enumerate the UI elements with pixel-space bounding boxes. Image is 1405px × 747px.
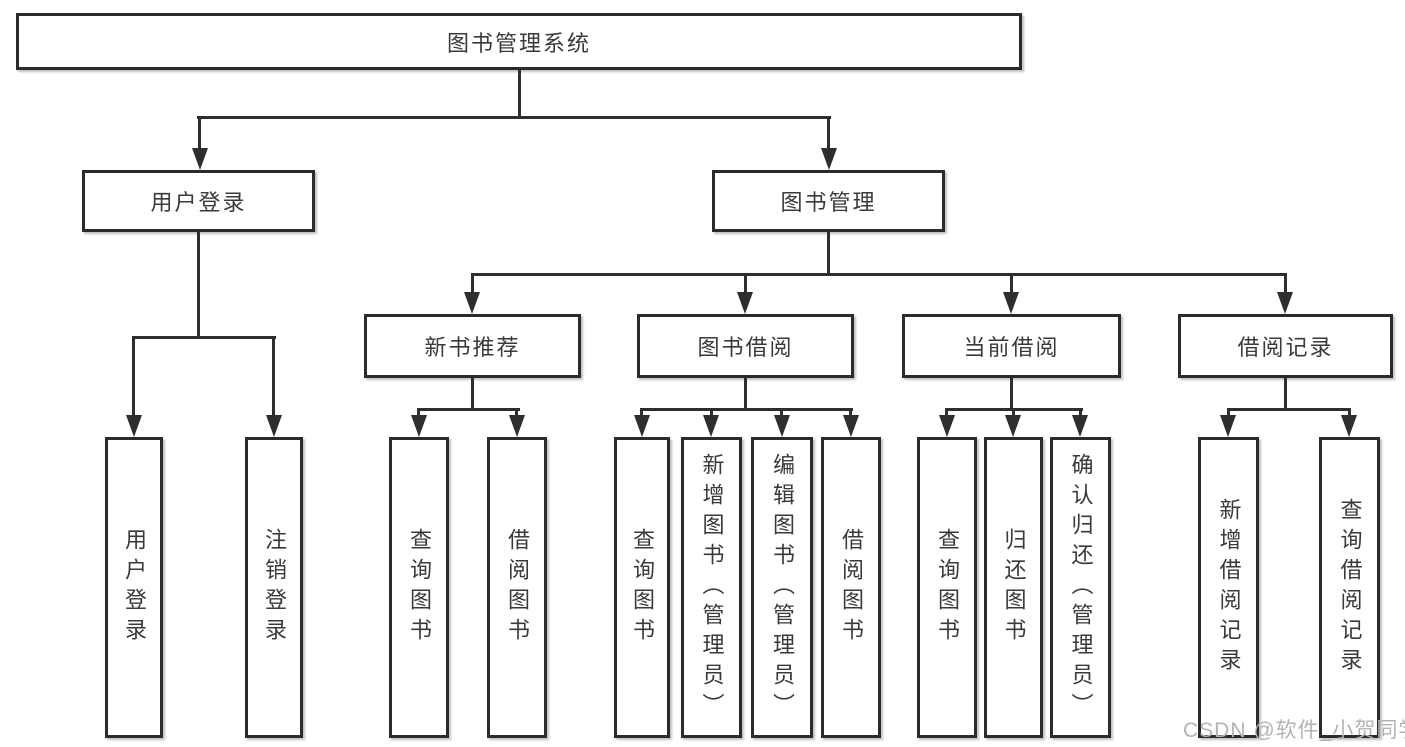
connector-line [827, 116, 830, 150]
connector-line [471, 273, 1287, 276]
connector-line [945, 408, 948, 418]
connector-line [710, 408, 713, 418]
node-label: 新书推荐 [424, 335, 521, 360]
node-label: 查询借阅记录 [1337, 497, 1363, 678]
arrowhead-down-icon [843, 415, 859, 437]
arrowhead-down-icon [464, 292, 480, 314]
connector-line [1227, 408, 1351, 411]
node-label: 查询图书 [630, 527, 655, 648]
leaf-borrow-borrow-books: 借阅图书 [821, 437, 881, 738]
leaf-borrow-query-books: 查询图书 [614, 437, 670, 738]
connector-line [471, 273, 474, 294]
connector-line [272, 336, 275, 417]
node-label: 查询图书 [407, 527, 432, 648]
arrowhead-down-icon [737, 292, 753, 314]
arrowhead-down-icon [1220, 415, 1236, 437]
leaf-user-login: 用户登录 [105, 437, 163, 738]
arrowhead-down-icon [1341, 415, 1357, 437]
connector-line [780, 408, 783, 418]
connector-line [1010, 273, 1013, 294]
arrowhead-down-icon [266, 415, 282, 437]
leaf-records-query-borrow-record: 查询借阅记录 [1319, 437, 1380, 738]
connector-line [1348, 408, 1351, 418]
node-label: 借阅图书 [839, 527, 864, 648]
watermark: CSDN @软件_小贺同学 [1183, 719, 1405, 742]
connector-line [198, 116, 201, 150]
connector-line [1227, 408, 1230, 418]
leaf-current-confirm-return-admin: 确认归还（管理员） [1050, 437, 1111, 738]
arrowhead-down-icon [821, 148, 837, 170]
leaf-recommend-borrow-books: 借阅图书 [487, 437, 547, 738]
node-label: 借阅记录 [1237, 335, 1334, 360]
node-label: 用户登录 [150, 190, 247, 215]
connector-line [518, 70, 521, 118]
node-label: 图书借阅 [697, 335, 794, 360]
arrowhead-down-icon [1072, 415, 1088, 437]
connector-line [1079, 408, 1082, 418]
connector-line [197, 116, 831, 119]
node-label: 当前借阅 [963, 335, 1060, 360]
arrowhead-down-icon [774, 415, 790, 437]
connector-line [1284, 273, 1287, 294]
connector-line [515, 408, 518, 418]
node-user-login: 用户登录 [82, 170, 315, 232]
arrowhead-down-icon [634, 415, 650, 437]
arrowhead-down-icon [411, 415, 427, 437]
connector-line [417, 408, 420, 418]
connector-line [417, 408, 520, 411]
leaf-records-add-borrow-record: 新增借阅记录 [1198, 437, 1259, 738]
arrowhead-down-icon [1277, 292, 1293, 314]
leaf-borrow-edit-books-admin: 编辑图书（管理员） [751, 437, 813, 738]
connector-line [1284, 378, 1287, 411]
connector-line [827, 232, 830, 275]
leaf-logout: 注销登录 [245, 437, 303, 738]
node-borrow-records: 借阅记录 [1178, 314, 1393, 378]
node-label: 用户登录 [122, 527, 147, 648]
connector-line [744, 378, 747, 411]
connector-line [132, 336, 135, 417]
connector-line [471, 378, 474, 411]
connector-line [197, 232, 200, 338]
node-label: 确认归还（管理员） [1068, 452, 1094, 723]
arrowhead-down-icon [192, 148, 208, 170]
arrowhead-down-icon [1003, 292, 1019, 314]
connector-line [849, 408, 852, 418]
node-label: 编辑图书（管理员） [770, 452, 795, 723]
node-book-borrow: 图书借阅 [637, 314, 854, 378]
node-label: 借阅图书 [505, 527, 530, 648]
leaf-current-query-books: 查询图书 [917, 437, 977, 738]
node-root-library-system: 图书管理系统 [16, 13, 1022, 70]
arrowhead-down-icon [1005, 415, 1021, 437]
arrowhead-down-icon [703, 415, 719, 437]
connector-line [744, 273, 747, 294]
node-book-management: 图书管理 [712, 170, 945, 232]
node-label: 查询图书 [935, 527, 960, 648]
node-label: 新增图书（管理员） [699, 452, 725, 723]
connector-line [1010, 378, 1013, 411]
leaf-current-return-books: 归还图书 [984, 437, 1043, 738]
leaf-borrow-add-books-admin: 新增图书（管理员） [681, 437, 742, 738]
connector-line [1012, 408, 1015, 418]
node-label: 注销登录 [262, 527, 287, 648]
node-label: 归还图书 [1001, 527, 1027, 648]
node-label: 新增借阅记录 [1216, 497, 1242, 678]
connector-line [640, 408, 643, 418]
leaf-recommend-query-books: 查询图书 [389, 437, 449, 738]
arrowhead-down-icon [509, 415, 525, 437]
arrowhead-down-icon [126, 415, 142, 437]
node-label: 图书管理系统 [446, 30, 591, 56]
arrowhead-down-icon [939, 415, 955, 437]
connector-line [132, 336, 276, 339]
node-label: 图书管理 [780, 190, 877, 215]
node-current-borrow: 当前借阅 [902, 314, 1121, 378]
connector-line [640, 408, 853, 411]
node-new-book-recommend: 新书推荐 [364, 314, 581, 378]
